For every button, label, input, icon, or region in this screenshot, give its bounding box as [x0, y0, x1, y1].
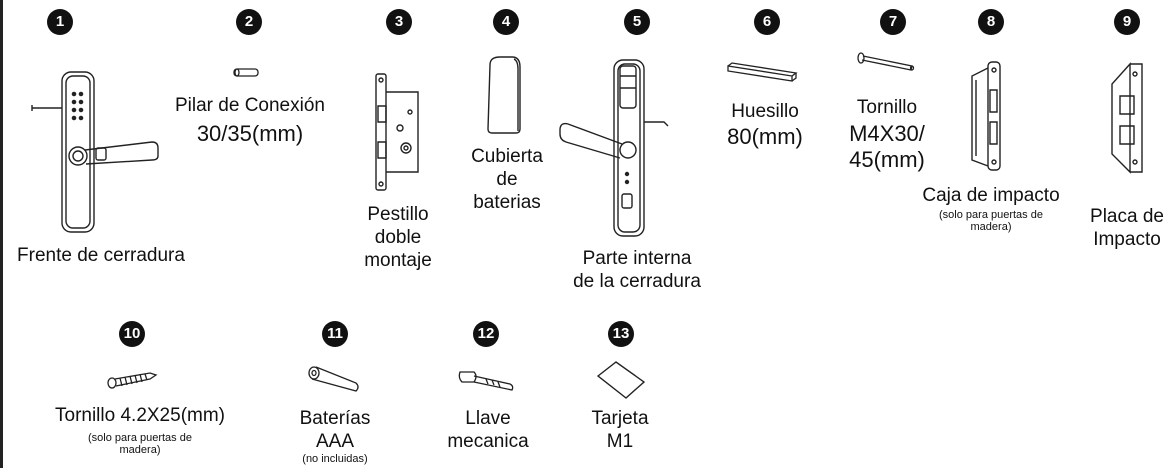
label-12-line2: mecanica [447, 431, 529, 452]
label-3-line3: montaje [364, 250, 432, 271]
label-4-line2: de [496, 169, 518, 190]
note-11: (no incluidas) [302, 453, 368, 465]
label-4-line3: baterias [473, 192, 541, 213]
badge-3: 3 [386, 9, 412, 35]
label-9-line1: Placa de [1090, 206, 1164, 227]
label-8: Caja de impacto [922, 185, 1060, 206]
label-3-line1: Pestillo [367, 204, 429, 225]
label-7-line3: 45(mm) [849, 147, 925, 172]
badge-12: 12 [473, 321, 499, 347]
badge-6: 6 [754, 9, 780, 35]
label-6-line1: Huesillo [731, 101, 799, 122]
label-10: Tornillo 4.2X25(mm) [55, 405, 225, 426]
label-5-line1: Parte interna [582, 248, 692, 269]
note-10-line2: madera) [119, 444, 161, 456]
badge-2: 2 [236, 9, 262, 35]
badge-4: 4 [493, 9, 519, 35]
inner-lock-icon [558, 58, 688, 240]
label-9-line2: Impacto [1093, 229, 1161, 250]
screw-m4-icon [856, 52, 918, 74]
label-11-line1: Baterías [299, 408, 371, 429]
badge-13: 13 [608, 321, 634, 347]
label-7-line1: Tornillo [856, 97, 918, 118]
label-12-line1: Llave [465, 408, 511, 429]
label-2-line2: 30/35(mm) [196, 121, 304, 146]
label-1: Frente de cerradura [17, 245, 185, 266]
label-6-line2: 80(mm) [727, 124, 803, 149]
connection-pillar-icon [232, 66, 262, 80]
strike-plate-icon [1108, 62, 1144, 174]
note-8-line1: (solo para puertas de [939, 209, 1043, 221]
label-3-line2: doble [374, 227, 422, 248]
badge-5: 5 [624, 9, 650, 35]
card-icon [594, 360, 648, 400]
label-4-line1: Cubierta [471, 146, 543, 167]
badge-10: 10 [119, 321, 145, 347]
left-border [0, 0, 3, 468]
label-13-line2: M1 [606, 431, 634, 452]
label-11-line2: AAA [315, 431, 355, 452]
badge-8: 8 [978, 9, 1004, 35]
label-5-line2: de la cerradura [573, 271, 701, 292]
wood-screw-icon [106, 370, 158, 390]
badge-9: 9 [1114, 9, 1140, 35]
lock-front-icon [28, 72, 168, 237]
badge-11: 11 [322, 321, 348, 347]
badge-1: 1 [47, 9, 73, 35]
label-13-line1: Tarjeta [591, 408, 649, 429]
spindle-icon [726, 62, 800, 84]
badge-7: 7 [880, 9, 906, 35]
note-8-line2: madera) [970, 221, 1012, 233]
strike-box-icon [964, 60, 1008, 172]
mechanical-key-icon [456, 368, 516, 392]
battery-aaa-icon [306, 365, 362, 395]
note-10-line1: (solo para puertas de [88, 432, 192, 444]
battery-cover-icon [486, 55, 522, 135]
latch-icon [372, 72, 424, 192]
label-2-line1: Pilar de Conexión [175, 95, 325, 116]
label-7-line2: M4X30/ [849, 121, 925, 146]
